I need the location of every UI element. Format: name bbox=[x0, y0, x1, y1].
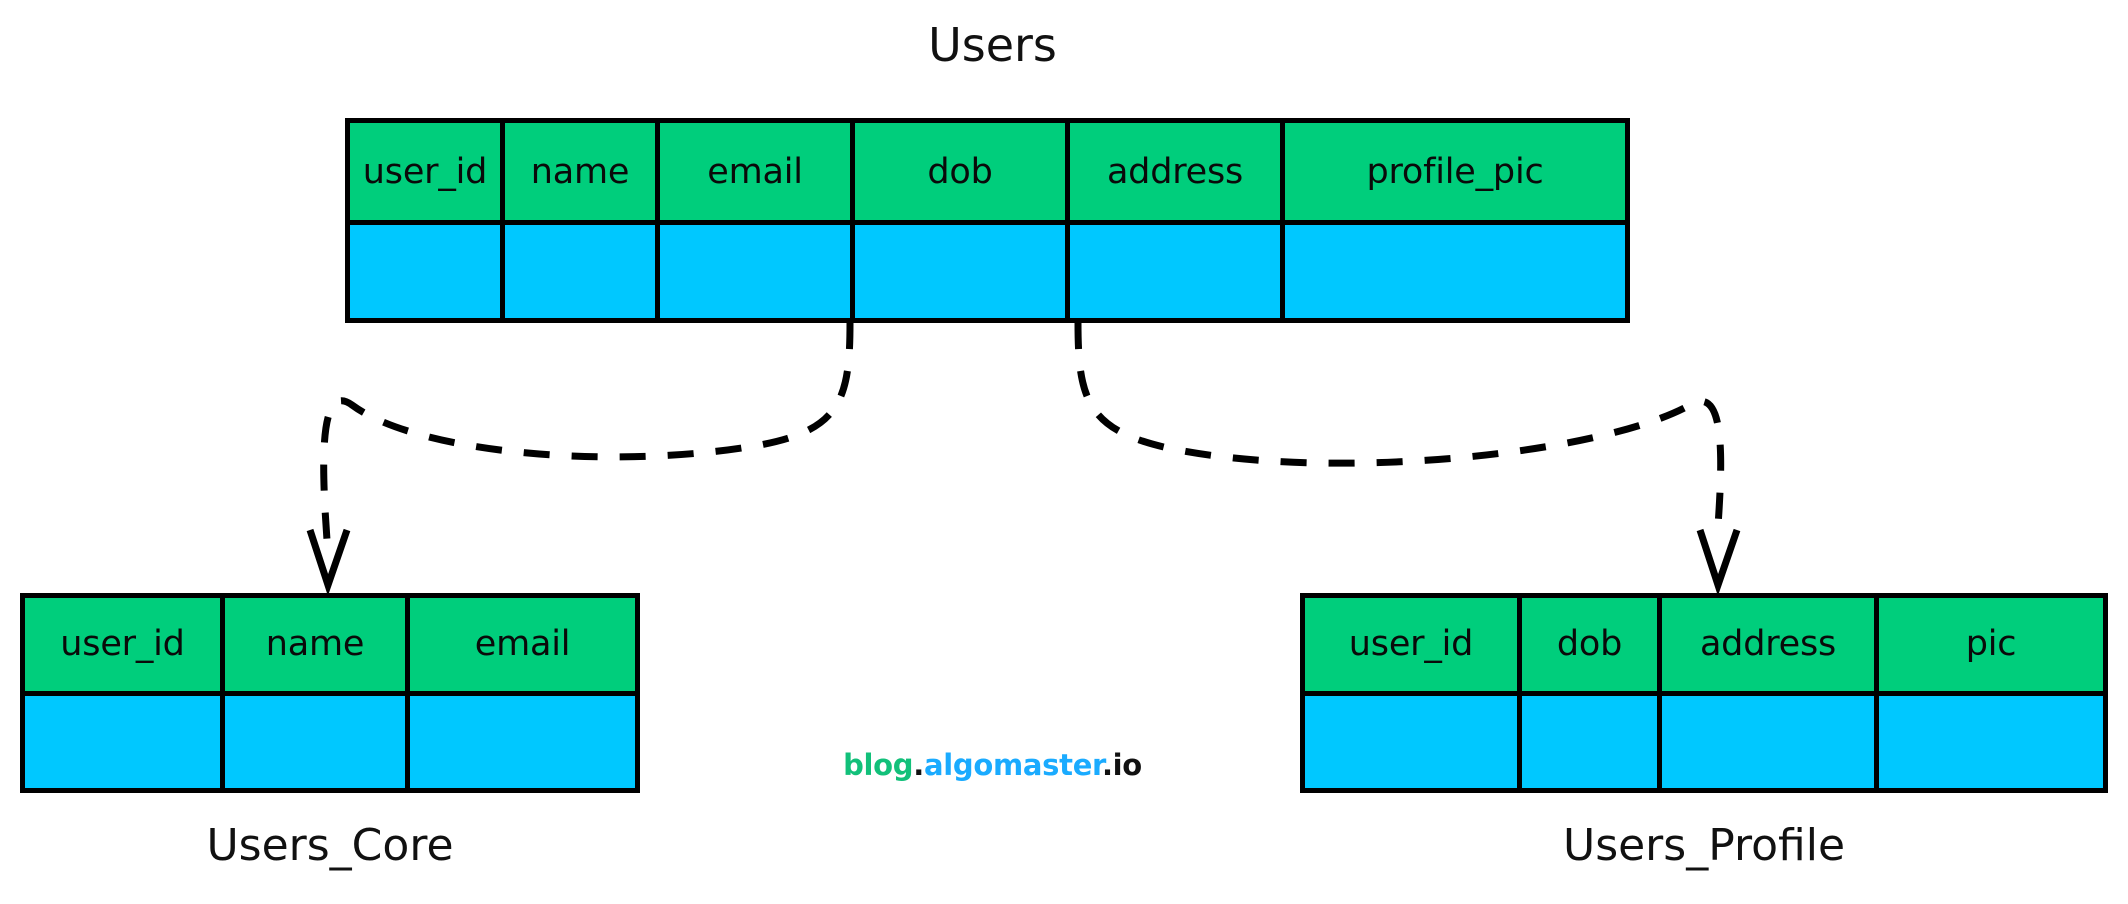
users-profile-header-row: user_id dob address pic bbox=[1305, 598, 2103, 691]
data-cell-email bbox=[660, 225, 855, 318]
column-header-user-id[interactable]: user_id bbox=[350, 123, 505, 221]
connector-users-to-users-core bbox=[306, 322, 854, 596]
data-cell-name bbox=[505, 225, 660, 318]
table-users-core: user_id name email bbox=[20, 593, 640, 793]
column-header-email[interactable]: email bbox=[660, 123, 855, 221]
watermark-io: .io bbox=[1101, 748, 1142, 782]
column-header-dob[interactable]: dob bbox=[855, 123, 1070, 221]
users-profile-column-header-user-id[interactable]: user_id bbox=[1305, 598, 1522, 691]
users-core-column-header-name[interactable]: name bbox=[225, 598, 410, 691]
table-users-profile: user_id dob address pic bbox=[1300, 593, 2108, 793]
data-cell-dob bbox=[855, 225, 1070, 318]
users-profile-caption: Users_Profile bbox=[1562, 820, 1846, 871]
users-profile-column-header-pic[interactable]: pic bbox=[1965, 624, 2017, 665]
users-core-caption: Users_Core bbox=[206, 820, 454, 871]
users-core-data-cell-name bbox=[225, 695, 410, 788]
users-profile-data-cell-user-id bbox=[1305, 695, 1522, 788]
data-cell-user-id bbox=[350, 225, 505, 318]
connector-users-to-users-profile bbox=[1074, 322, 1741, 596]
users-profile-data-cell-address bbox=[1662, 695, 1879, 788]
users-core-column-header-email[interactable]: email bbox=[474, 624, 571, 665]
users-core-header-row: user_id name email bbox=[25, 598, 635, 691]
watermark: blog.algomaster.io bbox=[0, 748, 1985, 782]
data-cell-profile-pic bbox=[1285, 225, 1625, 318]
users-profile-column-header-dob[interactable]: dob bbox=[1522, 598, 1662, 691]
table-users-header-row: user_id name email dob address profile_p… bbox=[350, 123, 1625, 221]
users-core-data-cell-user-id bbox=[25, 695, 225, 788]
column-header-profile-pic[interactable]: profile_pic bbox=[1366, 151, 1544, 192]
table-users: user_id name email dob address profile_p… bbox=[345, 118, 1630, 323]
users-profile-column-header-address[interactable]: address bbox=[1662, 598, 1879, 691]
main-table-title: Users bbox=[928, 18, 1057, 72]
column-header-name[interactable]: name bbox=[505, 123, 660, 221]
data-cell-address bbox=[1070, 225, 1285, 318]
users-profile-data-row bbox=[1305, 690, 2103, 788]
users-core-column-header-user-id[interactable]: user_id bbox=[25, 598, 225, 691]
users-profile-data-cell-dob bbox=[1522, 695, 1662, 788]
watermark-dot: . bbox=[913, 748, 924, 782]
watermark-blog: blog bbox=[843, 748, 914, 782]
watermark-algomaster: algomaster bbox=[923, 748, 1102, 782]
column-header-address[interactable]: address bbox=[1070, 123, 1285, 221]
table-users-data-row bbox=[350, 220, 1625, 318]
users-core-data-row bbox=[25, 690, 635, 788]
